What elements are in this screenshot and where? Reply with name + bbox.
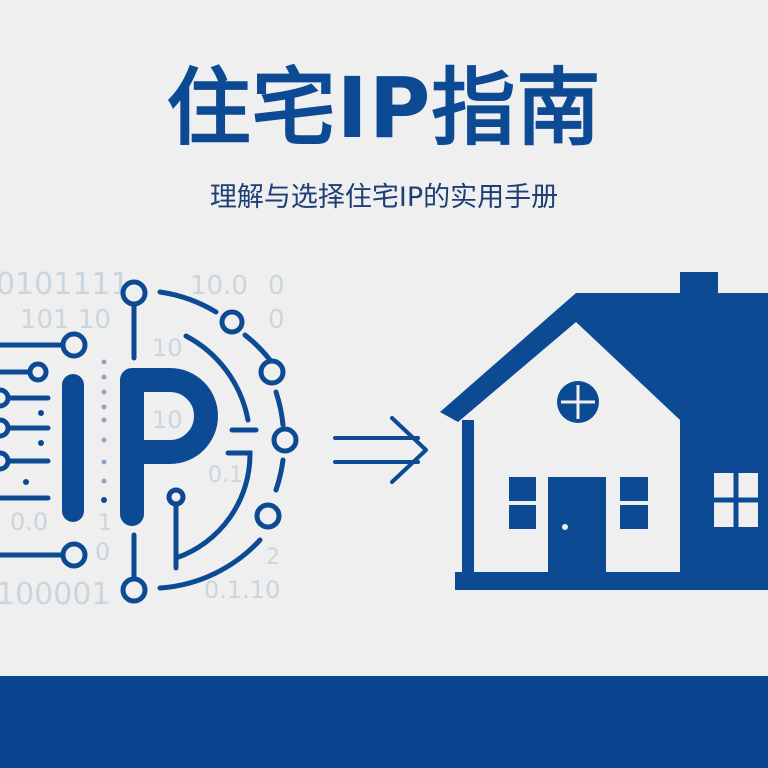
digit-text: 0.1	[208, 463, 243, 488]
digit-text: 0	[95, 538, 110, 566]
letter-p	[120, 368, 218, 526]
roof	[440, 293, 768, 422]
letter-i	[62, 374, 84, 522]
background-digits: 0101111 101 10 10.0 0 0 10 10 0.1 0.0 0 …	[0, 267, 285, 612]
digit-text: 10.0	[190, 271, 248, 301]
ip-circuit-icon	[0, 279, 299, 604]
digit-text: 101 10	[20, 305, 111, 335]
page-subtitle: 理解与选择住宅IP的实用手册	[209, 182, 559, 213]
digit-text: 100001	[0, 577, 111, 612]
digit-text: 10	[152, 334, 183, 362]
house-icon	[440, 272, 768, 590]
house-base	[455, 572, 768, 590]
digit-text: 0	[268, 271, 285, 301]
dot-column	[23, 359, 107, 503]
digit-text: 1	[98, 511, 112, 536]
door[interactable]	[548, 477, 606, 572]
digit-text: 0	[268, 305, 285, 335]
digit-text: 10	[152, 406, 183, 434]
digit-text: 2	[266, 545, 280, 570]
digit-text: 0101111	[0, 267, 130, 302]
digit-text: 0.0	[10, 508, 48, 536]
page-title: 住宅IP指南	[166, 59, 602, 157]
digit-text: 0.1.10	[204, 576, 280, 604]
bottom-band	[0, 676, 768, 768]
arrow-right-icon	[333, 416, 428, 484]
